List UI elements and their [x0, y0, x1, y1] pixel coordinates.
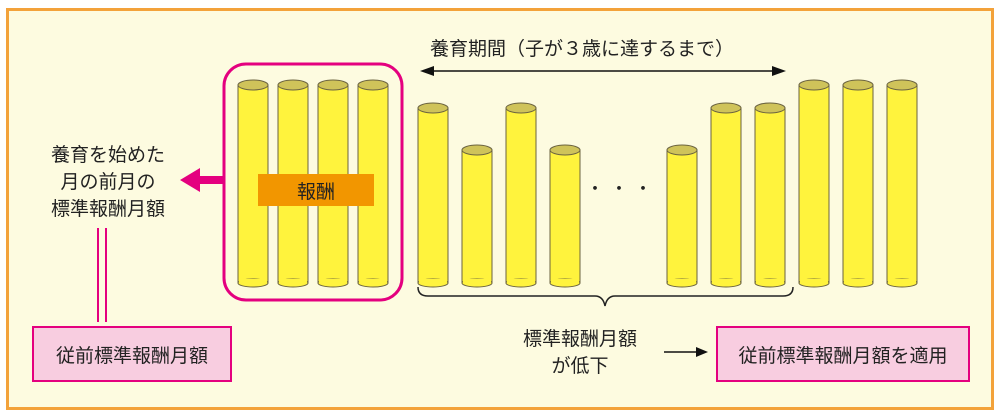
cylinder-base-fill	[239, 279, 267, 283]
lowered-label-line: が低下	[551, 355, 609, 377]
left-label-line: 養育を始めた	[50, 144, 165, 166]
cylinder-base-fill	[319, 279, 347, 283]
left-label: 養育を始めた 月の前月の 標準報酬月額	[18, 142, 198, 223]
cylinder-base-fill	[844, 279, 872, 283]
cylinder-bar	[886, 84, 918, 284]
left-label-line: 標準報酬月額	[50, 198, 165, 220]
cylinder-base-fill	[279, 279, 307, 283]
cylinder-bar	[710, 107, 742, 284]
underbrace	[417, 286, 794, 307]
cylinder-base-fill	[419, 279, 447, 283]
cylinder-base-fill	[756, 279, 784, 283]
cylinder-top	[417, 102, 449, 114]
ellipsis: ・・・	[586, 179, 658, 200]
lowered-label: 標準報酬月額 が低下	[510, 326, 650, 380]
cylinder-bar	[666, 149, 698, 284]
cylinder-top	[549, 144, 581, 156]
cylinder-top	[317, 79, 349, 91]
cylinder-base-fill	[463, 279, 491, 283]
period-arrow-left-head	[420, 66, 434, 76]
remuneration-band: 報酬	[258, 174, 374, 206]
apply-arrow-head	[696, 347, 708, 357]
cylinder-base-fill	[888, 279, 916, 283]
period-label: 養育期間（子が３歳に達するまで）	[430, 38, 735, 60]
cylinder-top	[666, 144, 698, 156]
cylinder-bar	[505, 107, 537, 284]
cylinder-top	[710, 102, 742, 114]
cylinder-top	[357, 79, 389, 91]
pink-arrow-shaft	[198, 176, 224, 184]
cylinder-bar	[461, 149, 493, 284]
cylinder-top	[277, 79, 309, 91]
cylinder-bar	[842, 84, 874, 284]
cylinder-top	[237, 79, 269, 91]
cylinder-base-fill	[551, 279, 579, 283]
cylinder-bar	[549, 149, 581, 284]
cylinder-top	[461, 144, 493, 156]
period-arrow-right-head	[772, 66, 786, 76]
cylinder-top	[886, 79, 918, 91]
cylinder-base-fill	[507, 279, 535, 283]
cylinder-top	[842, 79, 874, 91]
pink-arrow-head	[180, 168, 200, 192]
cylinder-bar	[754, 107, 786, 284]
cylinder-top	[798, 79, 830, 91]
previous-standard-amount-box: 従前標準報酬月額	[32, 326, 232, 382]
cylinder-base-fill	[359, 279, 387, 283]
apply-previous-amount-box: 従前標準報酬月額を適用	[716, 326, 970, 382]
cylinder-base-fill	[800, 279, 828, 283]
cylinder-bar	[417, 107, 449, 284]
left-label-line: 月の前月の	[60, 171, 156, 193]
cylinder-base-fill	[712, 279, 740, 283]
cylinder-base-fill	[668, 279, 696, 283]
cylinder-top	[505, 102, 537, 114]
lowered-label-line: 標準報酬月額	[522, 328, 637, 350]
cylinder-top	[754, 102, 786, 114]
cylinder-bar	[798, 84, 830, 284]
